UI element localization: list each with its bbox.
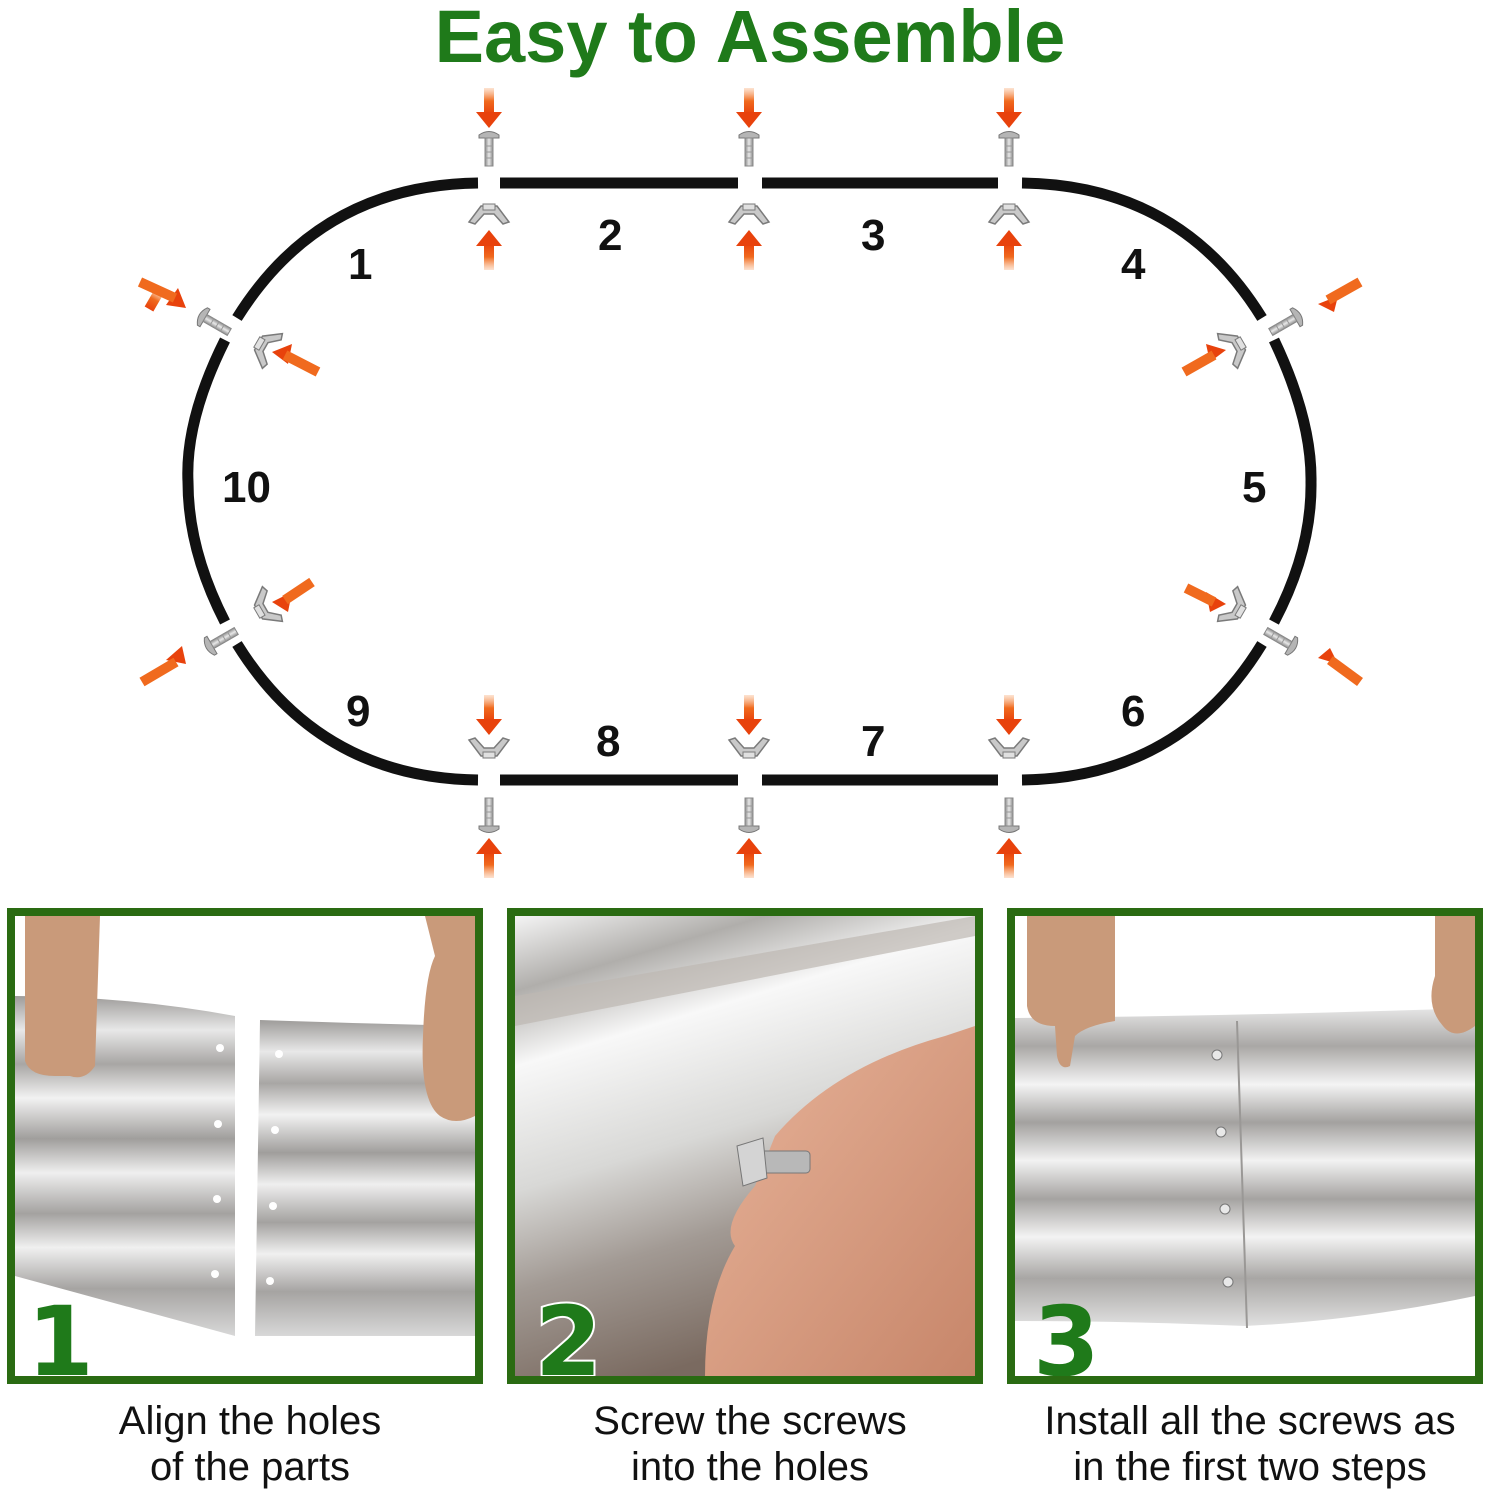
joint-corner-bottom-right [1183, 583, 1363, 687]
segment-label-5: 5 [1242, 463, 1266, 512]
segment-label-6: 6 [1121, 687, 1145, 736]
oval-outline [182, 177, 1317, 786]
step-2-caption-line-2: into the holes [631, 1445, 869, 1489]
step-number-3: 3 [1033, 1286, 1100, 1384]
step-3-photo-panel: 3 [1007, 908, 1483, 1384]
arrow-icon [996, 88, 1022, 128]
joint-corner-bottom-left [139, 577, 315, 687]
segment-1-line [232, 177, 479, 321]
segment-label-8: 8 [596, 717, 620, 766]
segment-label-9: 9 [346, 687, 370, 736]
wing-nut-icon [728, 737, 770, 759]
step-1-photo [15, 916, 475, 1336]
left-hand [25, 916, 100, 1078]
panel-seam [1236, 1020, 1248, 1329]
arrow-icon [996, 695, 1022, 735]
segment-6-line [1021, 641, 1267, 786]
step-1-caption-line-1: Align the holes [118, 1399, 382, 1443]
installed-screws [1211, 1049, 1234, 1288]
step-1-caption: Align the holes of the parts [5, 1398, 495, 1490]
step-1-caption-line-2: of the parts [149, 1445, 351, 1489]
arrow-icon [166, 288, 186, 308]
segment-label-7: 7 [861, 717, 885, 766]
segment-label-4: 4 [1121, 240, 1146, 289]
step-2-caption-line-1: Screw the screws [593, 1399, 907, 1443]
right-hand [422, 916, 475, 1121]
holes [211, 1044, 283, 1285]
step-3-photo [1015, 916, 1475, 1329]
joint-corner-top-right [1181, 277, 1363, 377]
segment-label-1: 1 [348, 240, 372, 289]
screw-icon [1265, 305, 1307, 342]
screw-icon [478, 797, 500, 833]
assembly-diagram: 1 2 3 4 5 6 7 8 9 10 [137, 88, 1363, 878]
wing-nut-icon [1215, 584, 1254, 632]
screw-icon [1260, 621, 1302, 658]
arrow-icon [476, 230, 502, 270]
joint-corner-top-left [137, 277, 321, 377]
arrow-icon [736, 838, 762, 878]
segment-10-line [182, 337, 230, 625]
joint-bottom-1 [468, 695, 510, 878]
screw-icon [200, 621, 242, 658]
screw-icon [738, 797, 760, 833]
arrow-icon [996, 838, 1022, 878]
screw-icon [998, 131, 1020, 167]
screw-icon [998, 797, 1020, 833]
arrow-icon [736, 695, 762, 735]
arrow-icon [736, 230, 762, 270]
step-2-caption: Screw the screws into the holes [505, 1398, 995, 1490]
joint-bottom-2 [728, 695, 770, 878]
wing-nut-icon [246, 584, 285, 632]
segment-9-line [232, 641, 479, 786]
wing-nut-icon [988, 737, 1030, 759]
hand [705, 1026, 975, 1376]
step-2-photo-panel: 2 [507, 908, 983, 1384]
segment-label-3: 3 [861, 211, 885, 260]
arrow-icon [996, 230, 1022, 270]
step-3-caption-line-1: Install all the screws as [1044, 1399, 1456, 1443]
segment-4-line [1021, 177, 1267, 321]
wing-nut-and-screw [736, 1137, 811, 1187]
segment-label-10: 10 [222, 463, 271, 512]
wing-nut-icon [468, 737, 510, 759]
left-hand [1027, 916, 1115, 1068]
arrow-icon [476, 88, 502, 128]
step-number-2: 2 [533, 1286, 604, 1384]
page-title: Easy to Assemble [434, 0, 1066, 78]
metal-panel-right [255, 1020, 475, 1336]
step-number-1: 1 [27, 1286, 94, 1384]
joined-metal-panels [1015, 1008, 1475, 1326]
wing-nut-icon [988, 203, 1030, 225]
step-1-photo-panel: 1 [7, 908, 483, 1384]
arrow-icon [476, 695, 502, 735]
step-3-caption-line-2: in the first two steps [1073, 1445, 1427, 1489]
segment-label-2: 2 [598, 211, 622, 260]
wing-nut-icon [728, 203, 770, 225]
screw-icon [193, 305, 235, 342]
wing-nut-icon [1215, 323, 1254, 371]
wing-nut-icon [246, 323, 285, 371]
step-3-caption: Install all the screws as in the first t… [1005, 1398, 1495, 1490]
metal-panel-left [15, 996, 235, 1336]
segment-5-line [1269, 337, 1317, 625]
arrow-icon [736, 88, 762, 128]
joint-bottom-3 [988, 695, 1030, 878]
screw-icon [738, 131, 760, 167]
screw-icon [478, 131, 500, 167]
step-2-photo [515, 916, 975, 1376]
wing-nut-icon [468, 203, 510, 225]
arrow-icon [476, 838, 502, 878]
right-hand [1431, 916, 1475, 1034]
